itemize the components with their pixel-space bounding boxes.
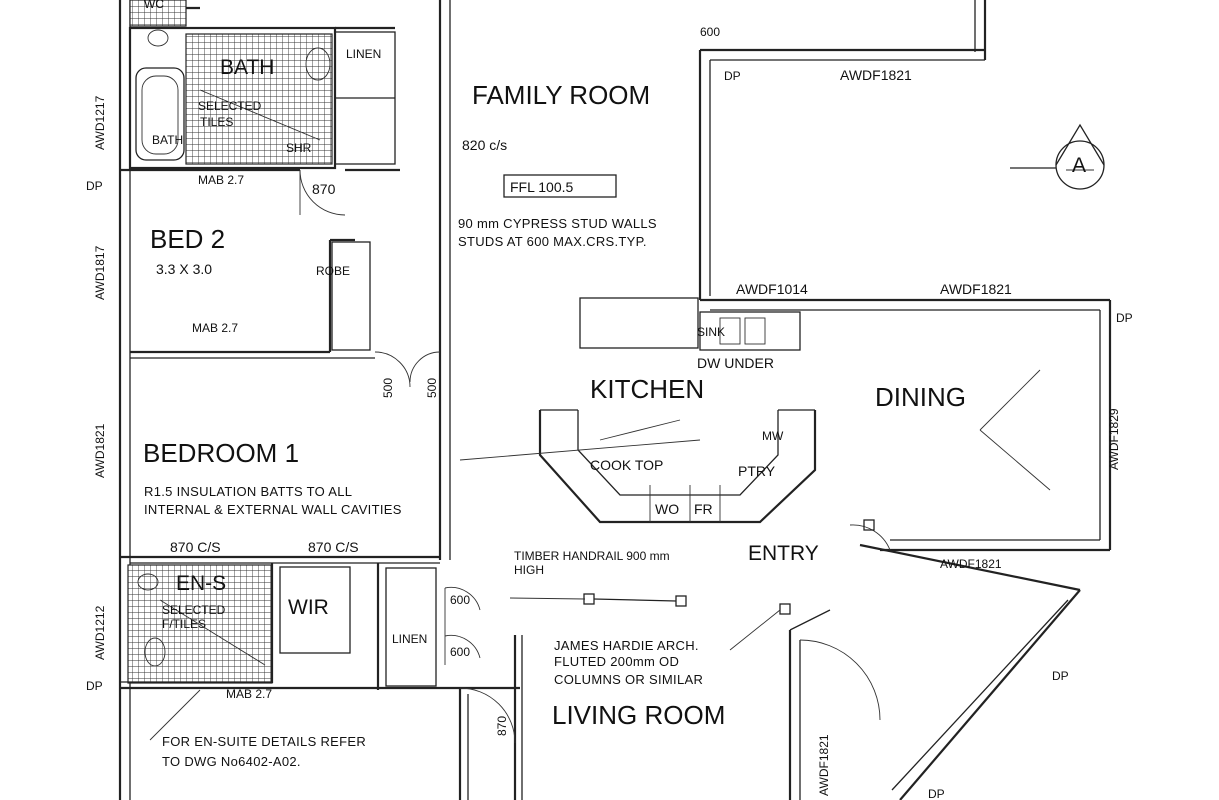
label-bath: BATH: [220, 56, 274, 79]
dp-left-1: DP: [86, 179, 103, 193]
label-living-room: LIVING ROOM: [552, 700, 725, 730]
label-linen-top: LINEN: [346, 47, 381, 61]
room-labels: FAMILY ROOM BATH SELECTED TILES BATH SHR…: [143, 0, 966, 730]
note-columns-3: COLUMNS OR SIMILAR: [554, 672, 703, 687]
dp-top: DP: [724, 69, 741, 83]
label-dining: DINING: [875, 382, 966, 412]
label-wir: WIR: [288, 596, 329, 619]
label-mw: MW: [762, 429, 784, 443]
window-awd1217: AWD1217: [93, 95, 107, 150]
label-en-suite: EN-S: [176, 572, 226, 595]
mab-bed2: MAB 2.7: [192, 321, 238, 335]
label-wo: WO: [655, 501, 679, 517]
label-family-room: FAMILY ROOM: [472, 80, 650, 110]
label-pantry: PTRY: [738, 463, 776, 479]
window-awdf1014: AWDF1014: [736, 281, 808, 297]
window-awdf1821-mid: AWDF1821: [940, 281, 1012, 297]
note-handrail-1: TIMBER HANDRAIL 900 mm: [514, 549, 670, 563]
dim-870-ens: 870 C/S: [170, 539, 221, 555]
label-bath-tiles-1: SELECTED: [198, 99, 262, 113]
dp-entry: DP: [1052, 669, 1069, 683]
note-handrail-2: HIGH: [514, 563, 544, 577]
label-bath-tub: BATH: [152, 133, 183, 147]
dim-500-b: 500: [425, 378, 439, 398]
dimensions: 820 c/s 870 870 C/S 870 C/S 600 600 600 …: [170, 25, 720, 736]
dim-870-wir: 870 C/S: [308, 539, 359, 555]
section-marker-label: A: [1072, 154, 1086, 177]
dim-870-living: 870: [495, 716, 509, 736]
note-studs-2: STUDS AT 600 MAX.CRS.TYP.: [458, 234, 647, 249]
note-insulation-2: INTERNAL & EXTERNAL WALL CAVITIES: [144, 502, 402, 517]
note-ffl: FFL 100.5: [510, 179, 574, 195]
dim-600-linen-b: 600: [450, 645, 470, 659]
window-awd1212: AWD1212: [93, 605, 107, 660]
window-awdf1821-entry: AWDF1821: [940, 557, 1002, 571]
note-insulation-1: R1.5 INSULATION BATTS TO ALL: [144, 484, 352, 499]
label-fr: FR: [694, 501, 713, 517]
label-linen-bottom: LINEN: [392, 632, 427, 646]
note-ensuite-ref-1: FOR EN-SUITE DETAILS REFER: [162, 734, 366, 749]
dp-right: DP: [1116, 311, 1133, 325]
label-shower: SHR: [286, 141, 312, 155]
dp-left-2: DP: [86, 679, 103, 693]
label-bed2-size: 3.3 X 3.0: [156, 261, 212, 277]
label-entry: ENTRY: [748, 542, 819, 565]
label-robe: ROBE: [316, 264, 350, 278]
walls: [118, 0, 1112, 800]
note-columns-2: FLUTED 200mm OD: [554, 654, 679, 669]
mab-ens: MAB 2.7: [226, 687, 272, 701]
label-bedroom1: BEDROOM 1: [143, 438, 299, 468]
dim-500-a: 500: [381, 378, 395, 398]
label-ens-tiles-1: SELECTED: [162, 603, 226, 617]
mab-bath: MAB 2.7: [198, 173, 244, 187]
label-kitchen: KITCHEN: [590, 374, 704, 404]
window-awd1821-left: AWD1821: [93, 423, 107, 478]
label-wc: WC: [144, 0, 164, 11]
notes: FFL 100.5 90 mm CYPRESS STUD WALLS STUDS…: [144, 154, 1086, 769]
dp-bottom: DP: [928, 787, 945, 800]
window-awd1817: AWD1817: [93, 245, 107, 300]
dim-870-bed2: 870: [312, 181, 336, 197]
label-ens-tiles-2: F/TILES: [162, 617, 206, 631]
label-dw-under: DW UNDER: [697, 355, 774, 371]
label-sink: SINK: [697, 325, 725, 339]
label-bath-tiles-2: TILES: [200, 115, 233, 129]
window-awdf1821-bottom: AWDF1821: [817, 734, 831, 796]
note-studs-1: 90 mm CYPRESS STUD WALLS: [458, 216, 657, 231]
note-columns-1: JAMES HARDIE ARCH.: [554, 638, 699, 653]
dim-600-linen-a: 600: [450, 593, 470, 607]
dim-600-top: 600: [700, 25, 720, 39]
dim-820cs: 820 c/s: [462, 137, 507, 153]
label-cook-top: COOK TOP: [590, 457, 663, 473]
label-bed2: BED 2: [150, 224, 225, 254]
note-ensuite-ref-2: TO DWG No6402-A02.: [162, 754, 301, 769]
window-tags: AWD1217 AWD1817 AWD1821 AWD1212 AWDF1821…: [86, 67, 1133, 800]
window-awdf1829: AWDF1829: [1107, 408, 1121, 470]
window-awdf1821-top: AWDF1821: [840, 67, 912, 83]
